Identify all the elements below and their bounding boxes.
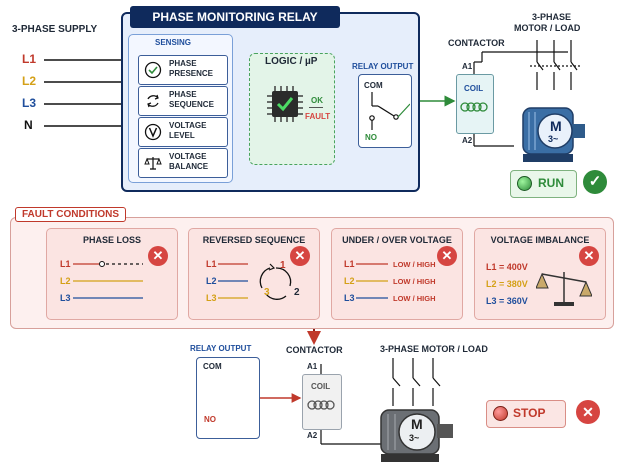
- motor-icon: [522, 107, 585, 162]
- reversed-l1: L1: [206, 259, 217, 269]
- check-circle-icon: [144, 61, 162, 79]
- under-over-x-icon: ✕: [437, 246, 457, 266]
- cycle-arrows-icon: [147, 94, 159, 108]
- under-over-title: UNDER / OVER VOLTAGE: [342, 235, 452, 245]
- contactor-a1: A1: [462, 62, 473, 71]
- phase-loss-l1: L1: [60, 259, 71, 269]
- bottom-motor-title: 3-PHASE MOTOR / LOAD: [380, 344, 488, 354]
- reversed-num-1: 1: [280, 260, 286, 271]
- bottom-motor-sub: 3~: [409, 433, 420, 443]
- relay-title: PHASE MONITORING RELAY: [130, 6, 340, 28]
- imbalance-l1: L1 = 400V: [486, 262, 528, 272]
- fault-card-reversed-sequence: REVERSED SEQUENCE: [188, 228, 320, 320]
- coil-wires: [473, 51, 568, 147]
- logic-title: LOGIC / µP: [265, 56, 318, 67]
- reversed-x-icon: ✕: [290, 246, 310, 266]
- sensing-title: SENSING: [155, 38, 192, 47]
- fault-conditions-title: FAULT CONDITIONS: [15, 207, 127, 222]
- bottom-no: NO: [204, 415, 216, 424]
- stop-label: STOP: [513, 406, 546, 420]
- supply-wires: [44, 59, 126, 127]
- phase-loss-l3: L3: [60, 293, 71, 303]
- fault-card-under-over-voltage: UNDER / OVER VOLTAGE: [331, 228, 463, 320]
- relay-output-title: RELAY OUTPUT: [352, 62, 414, 71]
- reversed-title: REVERSED SEQUENCE: [202, 235, 306, 245]
- uo-status-2: LOW / HIGH: [393, 277, 436, 286]
- logic-ok-divider: [309, 107, 323, 108]
- uo-l3: L3: [344, 293, 355, 303]
- uo-l1: L1: [344, 259, 355, 269]
- relay-no: NO: [365, 133, 377, 142]
- bottom-relay-output-title: RELAY OUTPUT: [190, 344, 252, 353]
- bottom-motor-m: M: [411, 416, 423, 432]
- coil-label: COIL: [464, 84, 484, 93]
- phase-loss-x-icon: ✕: [148, 246, 168, 266]
- microchip-icon: [267, 86, 303, 122]
- imbalance-title: VOLTAGE IMBALANCE: [490, 235, 590, 245]
- reversed-lines: [218, 263, 292, 300]
- bottom-a2: A2: [307, 431, 318, 440]
- uo-status-1: LOW / HIGH: [393, 260, 436, 269]
- bottom-a1: A1: [307, 362, 318, 371]
- imbalance-l2: L2 = 380V: [486, 279, 528, 289]
- balance-scale-icon: [144, 157, 162, 170]
- motor-m: M: [550, 118, 562, 134]
- bottom-relay-output-box: [196, 357, 260, 439]
- supply-l3: L3: [22, 96, 37, 110]
- red-led-icon: [493, 406, 508, 421]
- supply-title: 3-PHASE SUPPLY: [12, 24, 98, 35]
- bottom-coil-label: COIL: [311, 382, 331, 391]
- reversed-num-2: 2: [294, 287, 300, 298]
- uo-status-3: LOW / HIGH: [393, 294, 436, 303]
- bottom-com: COM: [203, 362, 222, 371]
- reversed-num-3: 3: [264, 287, 270, 298]
- motor-contacts-top: [530, 40, 580, 90]
- coil-icon: [460, 102, 488, 112]
- supply-l2: L2: [22, 74, 37, 88]
- relay-switch-overlay: [369, 92, 410, 130]
- bottom-motor-contacts: [392, 358, 441, 406]
- v-circle-icon: [144, 123, 162, 141]
- phase-loss-l2: L2: [60, 276, 71, 286]
- logic-ok: OK: [311, 96, 323, 105]
- run-ok-check-icon: ✓: [583, 170, 607, 194]
- imbalance-l3: L3 = 360V: [486, 296, 528, 306]
- reversed-l2: L2: [206, 276, 217, 286]
- green-led-icon: [517, 176, 532, 191]
- fault-card-voltage-imbalance: VOLTAGE IMBALANCE: [474, 228, 606, 320]
- supply-n: N: [24, 118, 33, 132]
- bottom-coil-icon: [307, 400, 335, 410]
- motor-title-l2: MOTOR / LOAD: [514, 23, 581, 33]
- fault-card-phase-loss: PHASE LOSS: [46, 228, 178, 320]
- reversed-l3: L3: [206, 293, 217, 303]
- motor-sub: 3~: [548, 134, 559, 144]
- phase-loss-title: PHASE LOSS: [82, 235, 141, 245]
- motor-title-l1: 3-PHASE: [532, 12, 572, 22]
- run-label: RUN: [538, 176, 564, 190]
- bottom-motor-icon: [380, 409, 453, 462]
- stop-x-icon: ✕: [576, 400, 600, 424]
- contactor-a2: A2: [462, 136, 473, 145]
- imbalance-scale-icon: [536, 272, 592, 306]
- supply-l1: L1: [22, 52, 37, 66]
- uo-l2: L2: [344, 276, 355, 286]
- phase-loss-lines: [73, 261, 143, 299]
- logic-fault: FAULT: [305, 112, 331, 121]
- bottom-coil-wires: [320, 364, 384, 445]
- imbalance-x-icon: ✕: [579, 246, 599, 266]
- bottom-contactor-title: CONTACTOR: [286, 345, 343, 355]
- relay-com: COM: [364, 81, 383, 90]
- contactor-title: CONTACTOR: [448, 38, 505, 48]
- uo-lines: [356, 263, 388, 299]
